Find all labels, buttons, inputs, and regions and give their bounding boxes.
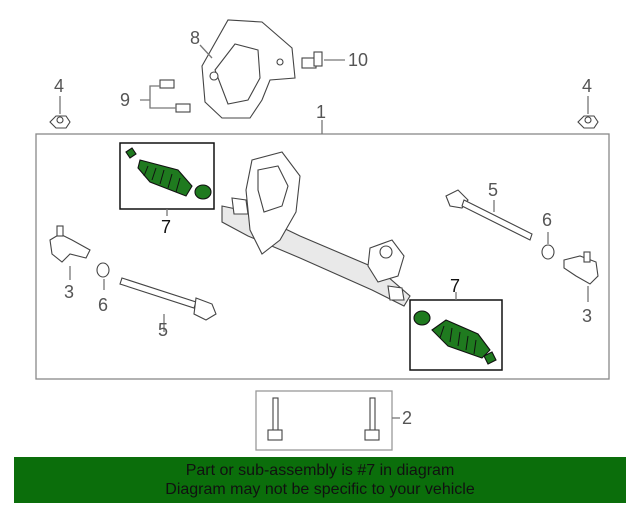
callout-3-right[interactable]: 3 bbox=[582, 306, 592, 326]
bolts-2-frame bbox=[255, 390, 393, 451]
sub-assembly-banner: Part or sub-assembly is #7 in diagram Di… bbox=[14, 457, 626, 503]
nut-4-right-part[interactable] bbox=[577, 115, 599, 129]
boot-kit-right-part[interactable] bbox=[413, 310, 497, 365]
callout-1[interactable]: 1 bbox=[316, 102, 326, 122]
callout-7-right[interactable]: 7 bbox=[450, 276, 460, 296]
banner-line-2: Diagram may not be specific to your vehi… bbox=[165, 481, 475, 498]
callout-5-right[interactable]: 5 bbox=[488, 180, 498, 200]
callout-4-right[interactable]: 4 bbox=[582, 76, 592, 96]
callout-8[interactable]: 8 bbox=[190, 28, 200, 48]
inner-tie-rod-left-part[interactable] bbox=[119, 277, 217, 321]
heat-shield-part[interactable] bbox=[201, 19, 296, 119]
callout-7-left[interactable]: 7 bbox=[161, 217, 171, 237]
bolts-9-part[interactable] bbox=[159, 79, 191, 113]
bolts-2-part[interactable] bbox=[267, 397, 380, 441]
bushing-left-part[interactable] bbox=[96, 262, 110, 278]
boot-kit-left-part[interactable] bbox=[125, 147, 212, 200]
callout-5-left[interactable]: 5 bbox=[158, 320, 168, 340]
callout-2[interactable]: 2 bbox=[402, 408, 412, 428]
nut-4-left-part[interactable] bbox=[49, 115, 71, 129]
callout-3-left[interactable]: 3 bbox=[64, 282, 74, 302]
inner-tie-rod-right-part[interactable] bbox=[445, 189, 533, 241]
callout-9[interactable]: 9 bbox=[120, 90, 130, 110]
banner-line-1: Part or sub-assembly is #7 in diagram bbox=[185, 462, 455, 479]
callout-4-left[interactable]: 4 bbox=[54, 76, 64, 96]
tie-rod-end-right-part[interactable] bbox=[563, 251, 599, 285]
callout-6-right[interactable]: 6 bbox=[542, 210, 552, 230]
callout-10[interactable]: 10 bbox=[348, 50, 368, 70]
callout-6-left[interactable]: 6 bbox=[98, 295, 108, 315]
steering-rack-part[interactable] bbox=[221, 151, 411, 307]
bolt-10-part[interactable] bbox=[301, 51, 323, 69]
tie-rod-end-left-part[interactable] bbox=[49, 225, 91, 263]
bushing-right-part[interactable] bbox=[541, 244, 555, 260]
